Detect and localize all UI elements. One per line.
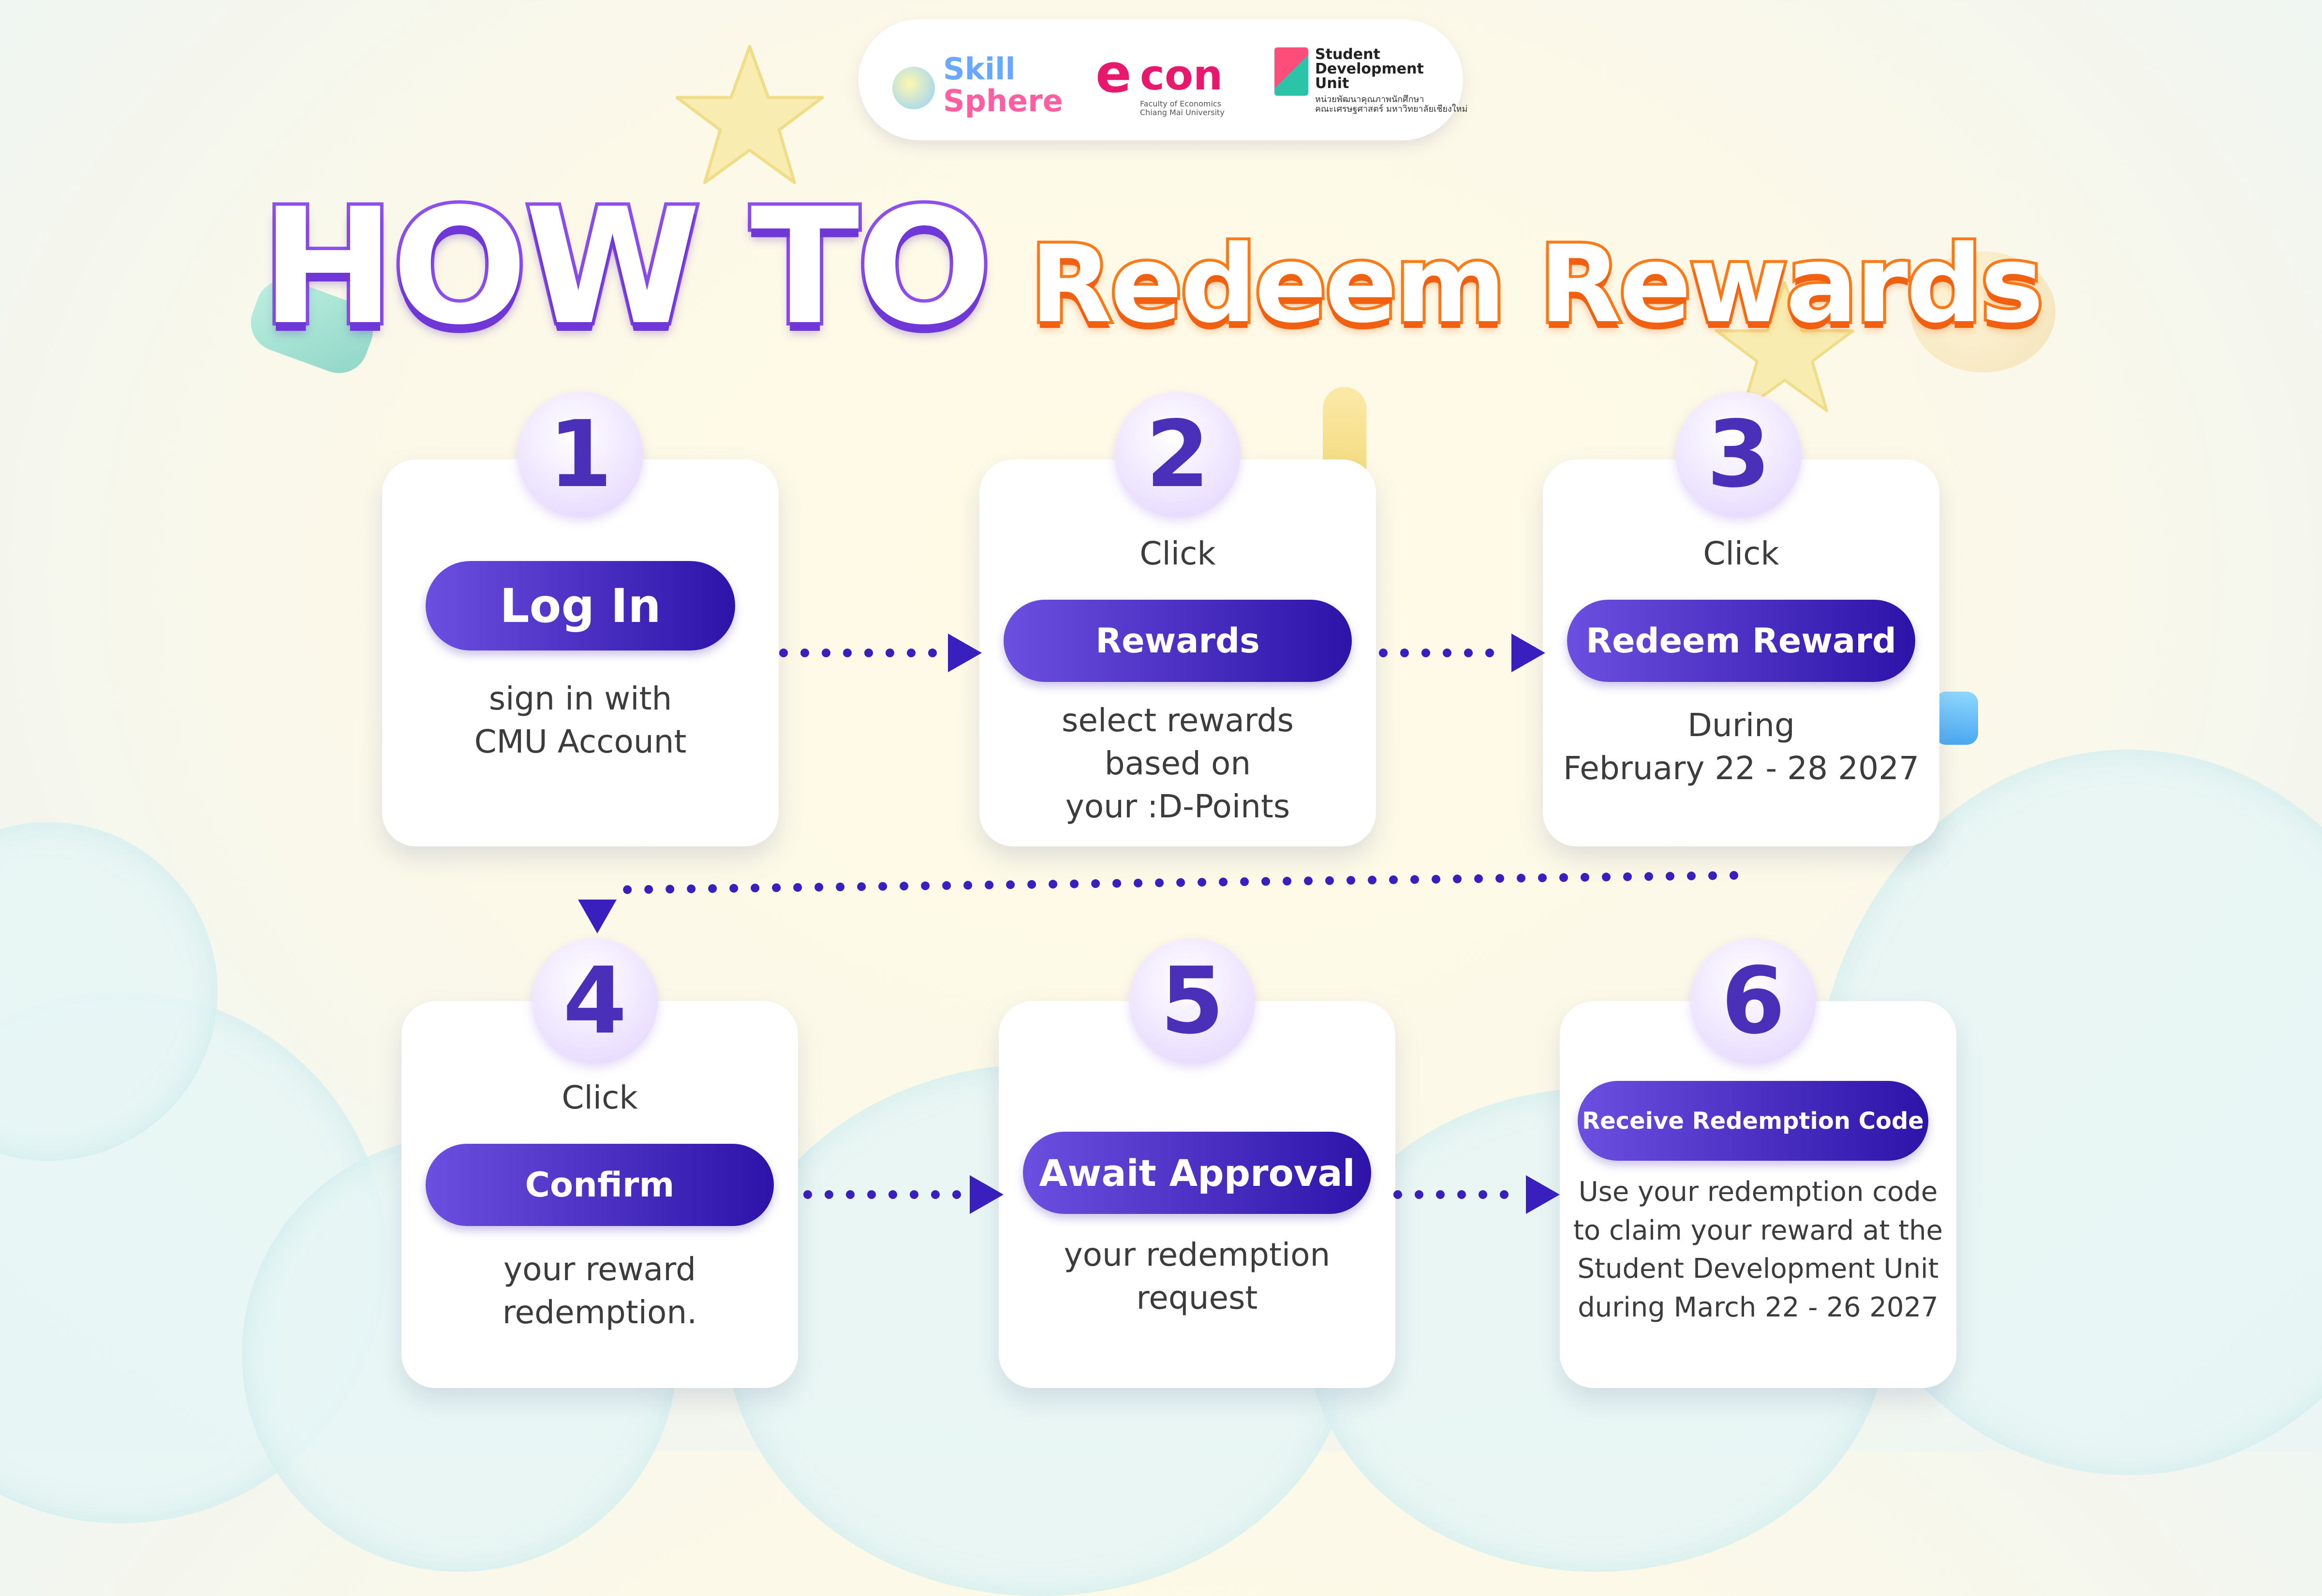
skill-sphere-logo: Skill Sphere xyxy=(892,43,1086,120)
step-description-2: select rewards based on your :D-Points xyxy=(1061,702,1294,826)
redeem-reward-button[interactable]: Redeem Reward xyxy=(1567,600,1915,682)
ball-decoration xyxy=(1910,251,2056,372)
arrow-step5-to-step6 xyxy=(1393,1175,1560,1214)
step-number-1: 1 xyxy=(518,392,643,517)
step-card-1 xyxy=(382,459,779,846)
confirm-button[interactable]: Confirm xyxy=(426,1144,774,1226)
step-description-5: your redemption request xyxy=(1064,1236,1331,1317)
receive-redemption-code-button[interactable]: Receive Redemption Code xyxy=(1578,1081,1928,1161)
arrow-step1-to-step2 xyxy=(779,634,982,672)
econ-logo: e con Faculty of Economics Chiang Mai Un… xyxy=(1095,43,1225,117)
rewards-button[interactable]: Rewards xyxy=(1004,600,1352,682)
step-number-3: 3 xyxy=(1676,392,1802,517)
step-card-6 xyxy=(1560,1001,1956,1388)
student-development-unit-logo: Student Development Unit หน่วยพัฒนาคุณภา… xyxy=(1274,47,1467,120)
step-number-4: 4 xyxy=(532,938,658,1064)
sdu-emblem-icon xyxy=(1274,47,1308,96)
step-description-4: your reward redemption. xyxy=(502,1251,697,1331)
step-instruction-2: Click xyxy=(1139,535,1216,572)
arrow-step3-to-step4 xyxy=(578,871,1738,933)
star-decoration-icon xyxy=(1715,281,1854,412)
title-how-to: HOW TO xyxy=(258,171,995,363)
lightbulb-icon xyxy=(892,67,935,109)
step-number-6: 6 xyxy=(1690,938,1816,1064)
step-description-6: Use your redemption code to claim your r… xyxy=(1573,1176,1943,1323)
partner-logo-bar: Skill Sphere e con Faculty of Economics … xyxy=(858,19,1467,140)
step-description-1: sign in with CMU Account xyxy=(474,680,687,761)
step-instruction-3: Click xyxy=(1703,535,1779,572)
star-decoration-icon xyxy=(675,44,824,184)
step-number-2: 2 xyxy=(1115,392,1241,517)
step-number-5: 5 xyxy=(1129,938,1255,1064)
await-approval-button[interactable]: Await Approval xyxy=(1023,1132,1371,1214)
cube-decoration xyxy=(1935,692,1978,745)
step-instruction-4: Click xyxy=(562,1079,638,1116)
arrow-step2-to-step3 xyxy=(1379,634,1545,672)
step-description-3: During February 22 - 28 2027 xyxy=(1563,707,1920,787)
title-redeem-rewards: Redeem Rewards xyxy=(1027,220,2047,349)
arrow-step4-to-step5 xyxy=(803,1175,1004,1214)
login-button[interactable]: Log In xyxy=(426,561,735,650)
